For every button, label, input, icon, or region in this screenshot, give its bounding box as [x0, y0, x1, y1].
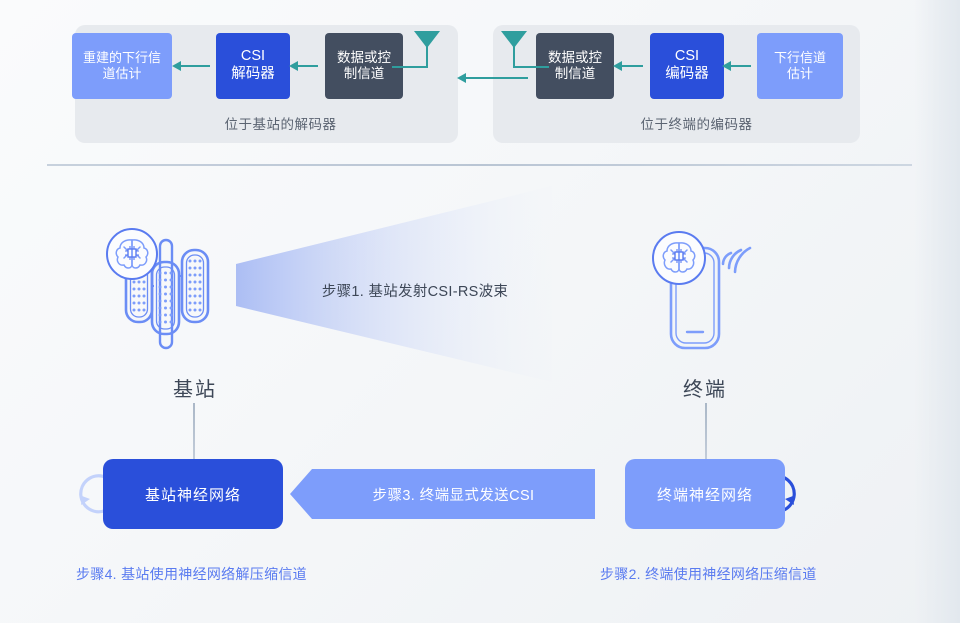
terminal-label: 终端 [683, 379, 727, 401]
step3-label: 步骤3. 终端显式发送CSI [372, 487, 535, 504]
nn-box-label: 终端神经网络 [656, 486, 753, 504]
step2-label: 步骤2. 终端使用神经网络压缩信道 [600, 566, 817, 582]
box-line-1: CSI [674, 48, 700, 65]
connector-terminal [705, 403, 707, 459]
box-line-1: 下行信道 [773, 50, 826, 66]
box-line-2: 解码器 [231, 66, 275, 82]
box-reconstructed-dl-channel-estimate: 重建的下行信 道估计 [72, 33, 172, 99]
box-csi-decoder: CSI 解码器 [216, 33, 290, 99]
box-downlink-channel-estimate: 下行信道 估计 [757, 33, 843, 99]
encoder-panel-caption: 位于终端的编码器 [640, 117, 753, 132]
base-station-neural-network-box: 基站神经网络 [103, 459, 283, 529]
flow-arrow-wireless-link [457, 73, 528, 83]
flow-arrow-encoder-to-channel [613, 61, 643, 71]
brain-badge-icon [652, 231, 706, 285]
nn-box-label: 基站神经网络 [144, 486, 241, 504]
box-line-1: 重建的下行信 [82, 50, 161, 66]
beam-step-label: 步骤1. 基站发射CSI-RS波束 [321, 284, 509, 300]
base-station-icon [106, 228, 210, 350]
box-line-1: 数据或控 [337, 49, 391, 65]
brain-badge-icon [106, 228, 158, 280]
flow-arrow-channel-to-decoder [289, 61, 318, 71]
flow-arrow-decoder-to-estimate [172, 61, 210, 71]
step4-label: 步骤4. 基站使用神经网络解压缩信道 [76, 566, 307, 582]
decoder-panel-caption: 位于基站的解码器 [224, 117, 337, 132]
terminal-neural-network-box: 终端神经网络 [625, 459, 785, 529]
box-line-2: 制信道 [343, 66, 385, 81]
box-line-2: 道估计 [102, 66, 142, 81]
box-line-2: 编码器 [665, 66, 709, 82]
base-station-label: 基站 [173, 379, 217, 401]
csi-rs-beam [236, 186, 552, 382]
terminal-icon [652, 231, 752, 350]
flow-arrow-estimate-to-encoder [722, 61, 751, 71]
page-right-edge [914, 0, 960, 623]
box-line-1: CSI [240, 48, 266, 65]
connector-base-station [193, 403, 195, 459]
box-data-or-control-channel-right: 数据或控 制信道 [536, 33, 614, 99]
box-line-2: 估计 [786, 66, 813, 81]
box-line-2: 制信道 [554, 66, 596, 81]
step3-transfer-arrow: 步骤3. 终端显式发送CSI [290, 469, 595, 519]
box-csi-encoder: CSI 编码器 [650, 33, 724, 99]
box-line-1: 数据或控 [548, 49, 602, 65]
box-data-or-control-channel-left: 数据或控 制信道 [325, 33, 403, 99]
section-divider [47, 164, 912, 166]
